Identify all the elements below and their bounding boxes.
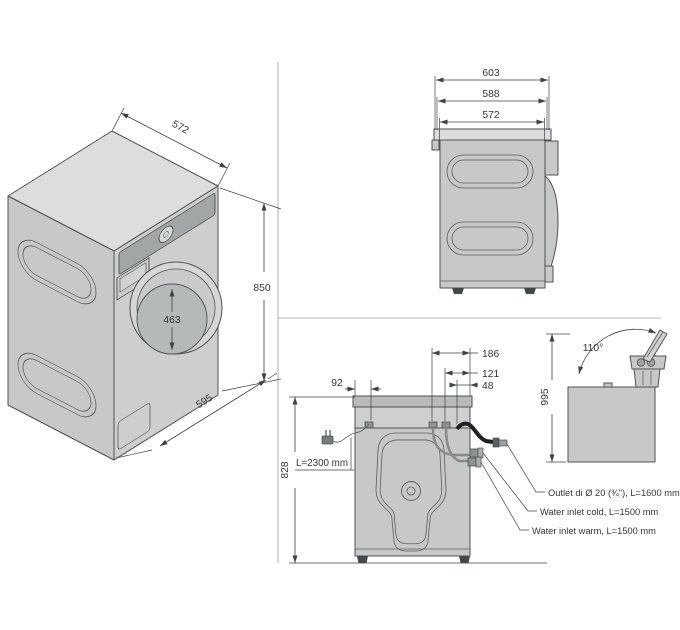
lid-view-body [567, 386, 656, 463]
side-embossings [446, 154, 534, 256]
rear-foot-right [459, 556, 470, 563]
rear-view: 92 186 121 48 [280, 348, 680, 564]
dim-label-603: 603 [482, 68, 499, 79]
cord-outlet-stub [364, 421, 374, 429]
panel-dividers [277, 62, 661, 563]
rear-panel-embossing [375, 432, 447, 552]
power-cord [321, 423, 370, 445]
dim-186: 186 [431, 348, 499, 421]
inlet-stub-warm [441, 421, 451, 429]
drain-hose [455, 421, 494, 444]
rear-foot-left [357, 556, 368, 563]
dim-588: 588 [436, 89, 548, 130]
door [129, 261, 223, 355]
side-embossings [17, 239, 97, 418]
detergent-drawer-inner [119, 262, 147, 293]
dim-label-572-top: 572 [170, 119, 191, 137]
water-inlet-hose-warm [444, 427, 468, 463]
dim-572-side: 572 [439, 110, 545, 141]
isometric-view: 463 572 850 595 [7, 107, 282, 461]
dim-121: 121 [444, 368, 499, 421]
callout-inlet-warm: Water inlet warm, L=1500 mm [532, 526, 656, 536]
dim-label-850: 850 [253, 283, 270, 294]
cord-length-text: L=2300 mm [296, 458, 348, 469]
dim-label-572-side: 572 [482, 110, 499, 121]
side-door-bulge [544, 175, 559, 280]
callout-inlet-cold: Water inlet cold, L=1500 mm [540, 507, 659, 517]
front-panel-details [116, 193, 216, 450]
dim-label-588: 588 [482, 89, 499, 100]
dim-48: 48 [449, 380, 494, 424]
dim-height-850: 850 [219, 187, 282, 392]
dim-label-92: 92 [331, 378, 343, 389]
inlet-stub-cold [428, 421, 438, 429]
side-panel-block [544, 140, 559, 176]
water-hoses [431, 421, 508, 468]
side-body [439, 139, 546, 289]
side-top-slab [433, 128, 552, 141]
dim-cord-92: 92 [331, 378, 381, 420]
dim-603: 603 [434, 68, 550, 130]
cord-length-label: L=2300 mm [295, 438, 354, 471]
drum-opening [136, 283, 208, 355]
service-hatch [117, 403, 151, 450]
open-dispenser [629, 329, 668, 388]
dim-label-121: 121 [482, 369, 499, 380]
dim-angle-110: 110° [576, 327, 657, 375]
dim-828: 828 [280, 396, 547, 564]
rear-body [354, 427, 471, 557]
side-foot-front [452, 288, 464, 294]
side-view: 603 588 572 [431, 68, 559, 294]
dim-label-110deg: 110° [583, 343, 604, 354]
dim-995: 995 [540, 333, 570, 463]
side-hinge-tab [431, 139, 440, 151]
dim-label-828: 828 [280, 461, 291, 478]
dim-label-48: 48 [482, 381, 494, 392]
lid-open-view: 110° 995 [540, 327, 668, 463]
dim-label-995: 995 [540, 388, 551, 405]
control-knob-mark [163, 230, 169, 238]
control-knob [158, 225, 174, 244]
dim-label-463: 463 [163, 315, 180, 326]
callout-outlet: Outlet di Ø 20 (¾"), L=1600 mm [548, 488, 680, 498]
power-plug-icon [321, 435, 334, 445]
dim-label-186: 186 [482, 349, 499, 360]
rear-drain-cap [401, 481, 421, 501]
dim-drum-463: 463 [163, 289, 181, 350]
side-foot-rear [524, 288, 536, 294]
hose-callouts: Outlet di Ø 20 (¾"), L=1600 mm Water inl… [480, 443, 680, 536]
side-base-step [544, 265, 554, 283]
